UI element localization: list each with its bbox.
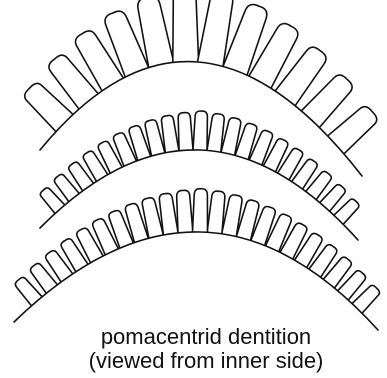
- tooth: [207, 191, 225, 234]
- tooth: [207, 114, 224, 152]
- tooth: [159, 193, 178, 234]
- tooth: [178, 113, 193, 151]
- tooth: [193, 111, 207, 150]
- tooth: [328, 107, 377, 154]
- caption-line-2: (viewed from inner side): [36, 349, 376, 373]
- tooth: [177, 190, 193, 232]
- tooth-row-3: [14, 189, 379, 330]
- caption-line-1: pomacentrid dentition: [36, 325, 376, 349]
- tooth: [173, 0, 199, 62]
- tooth: [193, 189, 208, 233]
- tooth: [161, 115, 178, 152]
